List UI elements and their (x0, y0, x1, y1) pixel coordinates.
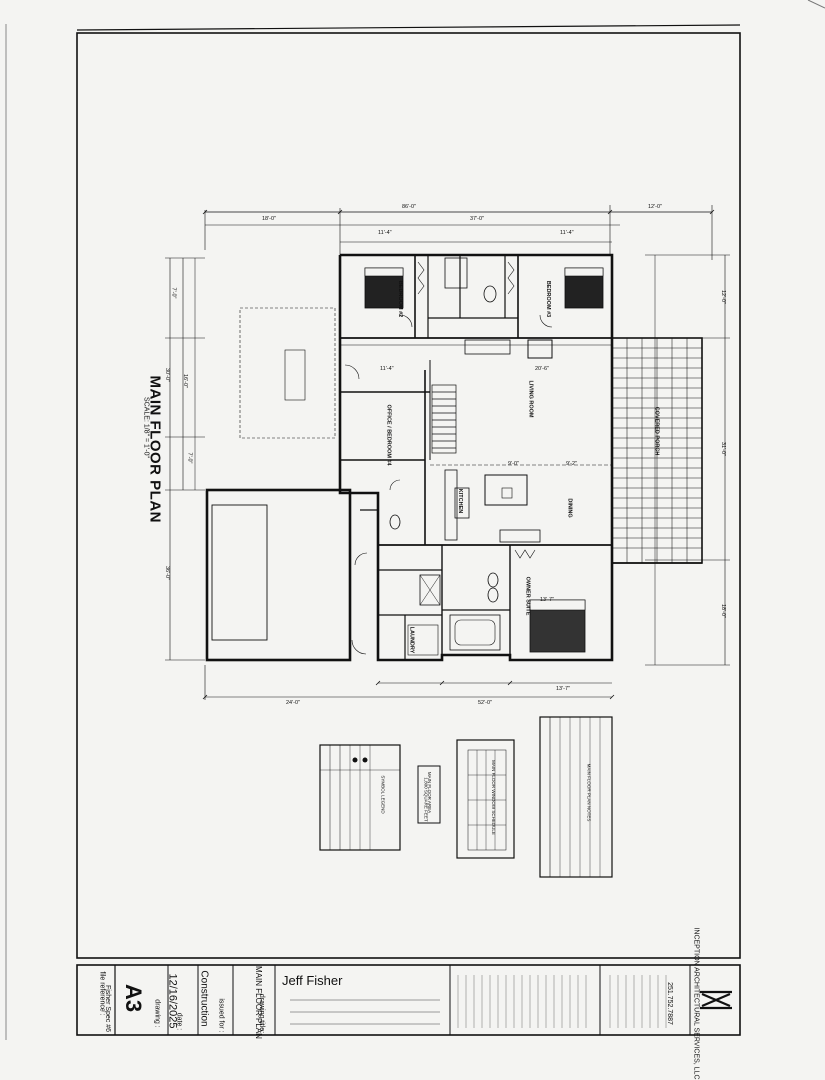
firm-phone: 251.752.7887 (665, 982, 673, 1025)
file-reference: Fisher Spec #6 (104, 984, 112, 1033)
legend-title: SYMBOL LEGEND (380, 775, 386, 814)
dim-left-d: 36'-0" (164, 565, 171, 581)
firm-name: INCEPTION ARCHITECTURAL SERVICES, LLC (692, 927, 700, 1080)
room-label-porch: COVERED PORCH (653, 406, 660, 456)
room-label-bedroom3: BEDROOM #3 (545, 280, 552, 318)
symbol-legend-table (319, 744, 401, 851)
drawing-label: drawing title: (258, 993, 266, 1034)
room-label-office: OFFICE / BEDROOM #4 (385, 404, 392, 466)
window-schedule-table (456, 739, 515, 859)
dim-top-mid: 37'-0" (470, 216, 485, 222)
floor-plan (165, 205, 730, 700)
dim-left-a: 7'-0" (170, 287, 177, 299)
client-name: Jeff Fisher (282, 973, 343, 988)
sheet-label: drawing : (153, 999, 161, 1028)
plan-notes-table (539, 716, 613, 878)
dim-bed-w2: 11'-4" (560, 230, 574, 236)
dim-overall-top: 86'-0" (402, 204, 417, 210)
plan-scale: SCALE: 1/8" = 1'-0" (142, 397, 150, 458)
notes-title: MAIN FLOOR PLAN NOTES (586, 763, 592, 822)
sheet-number: A3 (121, 983, 147, 1013)
area-value: 1,800 SQUARE FEET (423, 777, 429, 822)
dim-right-b: 31'-0" (720, 441, 727, 457)
title-block (76, 964, 741, 1036)
dim-own-w: 13'-7" (540, 597, 555, 603)
dim-bottom-sub: 13'-7" (556, 686, 571, 692)
dim-bottom-left: 24'-0" (286, 700, 301, 706)
dim-top-right: 12'-0" (648, 204, 663, 210)
dim-bottom-mid: 52'-0" (478, 700, 493, 706)
dim-liv-w: 20'-6" (535, 366, 550, 372)
date-label: date : (175, 1012, 183, 1031)
room-label-bedroom2: BEDROOM #2 (397, 280, 404, 318)
issued-for: Construction (198, 970, 210, 1027)
dim-left-e: 30'-0" (164, 367, 171, 383)
dim-left-b: 16'-0" (182, 373, 189, 389)
dim-bed-w: 11'-4" (378, 230, 392, 236)
area-box (417, 765, 441, 824)
dim-right-c: 18'-0" (720, 603, 727, 619)
room-label-laundry: LAUNDRY (408, 626, 415, 654)
dim-top-left: 18'-0" (262, 216, 277, 222)
room-label-kitchen: KITCHEN (457, 488, 464, 514)
room-label-owner: OWNER SUITE (524, 576, 531, 616)
room-label-dining: DINING (566, 498, 573, 518)
issued-label: issued for : (217, 998, 225, 1033)
window-schedule-title: MAIN FLOOR WINDOW SCHEDULE (490, 760, 496, 835)
firm-logo (700, 990, 732, 1010)
dim-off-w: 11'-4" (380, 366, 394, 372)
sheet-border (76, 32, 741, 959)
dim-din-w: 9'-2" (566, 461, 577, 467)
room-label-living: LIVING ROOM (527, 380, 534, 418)
dim-kit-w: 9'-0" (508, 461, 519, 467)
dim-right-a: 12'-0" (720, 289, 727, 305)
dim-left-c: 7'-0" (186, 452, 193, 464)
